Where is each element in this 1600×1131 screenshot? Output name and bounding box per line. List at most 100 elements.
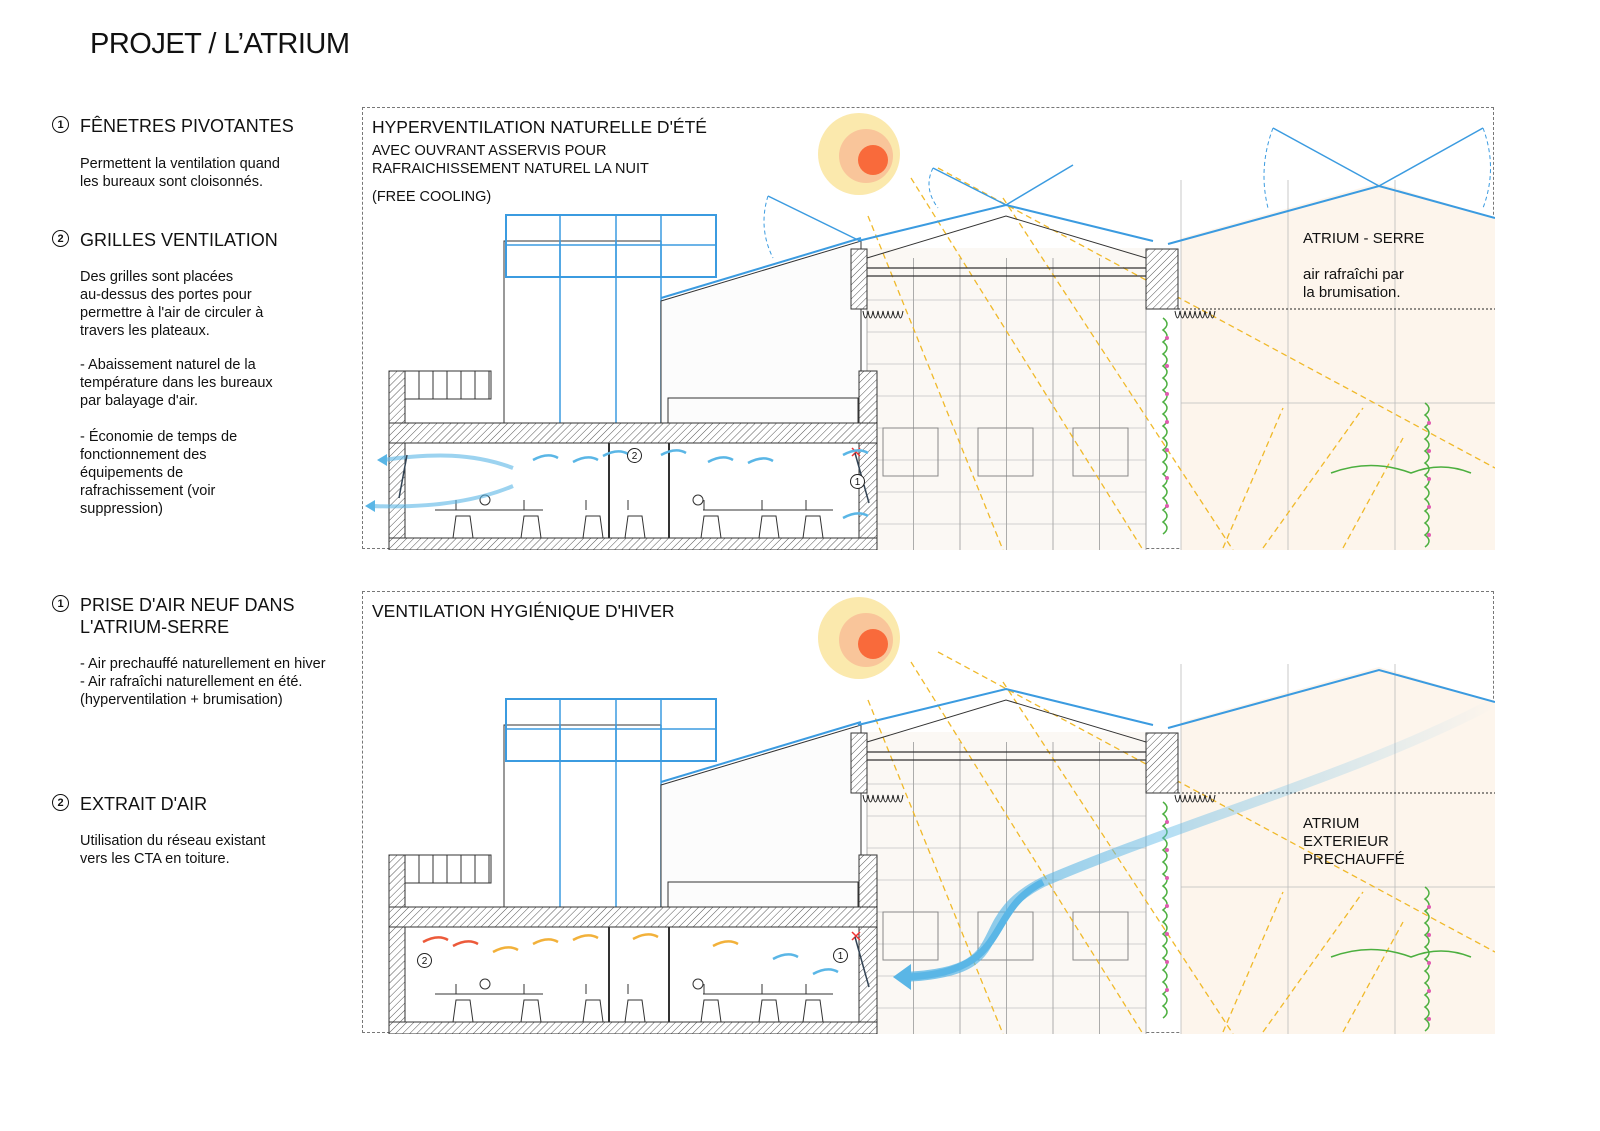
- sun-ray: [937, 651, 1495, 953]
- atrium-label: ATRIUM - SERRE air rafraîchi par la brum…: [1303, 230, 1425, 301]
- flower: [1165, 876, 1169, 880]
- chair-icon: [700, 984, 722, 1023]
- fresh-air-intake-arrow: [907, 878, 1045, 981]
- facade-window: [882, 911, 939, 961]
- atrium-roof: [1167, 668, 1495, 729]
- chair-icon: [624, 984, 646, 1023]
- parapet-railing: [404, 370, 492, 400]
- legend-heading-grilles: 2 GRILLES VENTILATION: [52, 229, 278, 251]
- upper-volume: [503, 724, 662, 908]
- person-icon: [479, 978, 491, 990]
- winter-section-drawing: [388, 597, 1495, 1034]
- circled-number-icon: 2: [52, 230, 69, 247]
- hatched-slab: [388, 537, 878, 550]
- flower: [1165, 960, 1169, 964]
- misting-coil-icon: [1174, 310, 1216, 319]
- cool-air-wisp: [532, 454, 559, 462]
- cool-air-wisp: [602, 450, 629, 458]
- rooftop-glazing: [505, 698, 717, 762]
- exhaust-air-wisp: [632, 933, 659, 941]
- misting-coil-icon: [1174, 794, 1216, 803]
- pivot-arc: [763, 195, 774, 259]
- sun-ray: [1002, 197, 1234, 550]
- sun-ray: [1342, 921, 1404, 1033]
- legend-heading-fenetres: 1 FÊNETRES PIVOTANTES: [52, 115, 294, 137]
- climbing-plant: [1423, 402, 1430, 548]
- roof-vent-open: [1272, 127, 1380, 187]
- gable-truss: [866, 699, 1147, 743]
- cool-air-wisp: [707, 456, 734, 464]
- legend-text: - Abaissement naturel de la température …: [80, 357, 273, 409]
- pivot-window: [398, 454, 408, 499]
- misting-coil-icon: [862, 310, 904, 319]
- sun-ray: [1262, 891, 1364, 1033]
- hall-roof: [857, 687, 1154, 726]
- flower: [1165, 364, 1169, 368]
- sun-core: [858, 145, 888, 175]
- winter-section-panel: VENTILATION HYGIÉNIQUE D'HIVER ATRIUM EX…: [362, 591, 1495, 1034]
- roof-vent-open: [1378, 127, 1484, 187]
- rooftop-glazing: [505, 214, 717, 278]
- marker-prise-air: 1: [833, 948, 848, 963]
- flower: [1165, 476, 1169, 480]
- hatched-column: [850, 248, 868, 310]
- hatched-column: [850, 732, 868, 794]
- sun-ray: [1342, 437, 1404, 549]
- panel-title: VENTILATION HYGIÉNIQUE D'HIVER: [372, 601, 675, 621]
- chair-icon: [700, 500, 722, 539]
- flower: [1427, 961, 1431, 965]
- person-icon: [692, 978, 704, 990]
- arrowhead: [893, 964, 911, 990]
- hatched-wall: [858, 370, 878, 550]
- hatched-slab: [388, 422, 878, 444]
- chair-icon: [802, 500, 824, 539]
- legend-text: - Air prechauffé naturellement en hiver …: [80, 656, 326, 708]
- upper-volume: [503, 240, 662, 424]
- pivot-window: [854, 936, 870, 988]
- flower: [1427, 477, 1431, 481]
- planter-vegetation: [1330, 464, 1472, 474]
- flower: [1427, 421, 1431, 425]
- flower: [1165, 820, 1169, 824]
- flower: [1165, 504, 1169, 508]
- sun-core: [858, 629, 888, 659]
- chair-icon: [758, 984, 780, 1023]
- exhaust-air-wisp: [572, 934, 599, 942]
- sun-ray: [1222, 407, 1284, 549]
- marker-extrait: 2: [417, 953, 432, 968]
- cool-air-arrow: [382, 453, 514, 470]
- hatched-slab: [388, 906, 878, 928]
- chair-icon: [452, 500, 474, 539]
- exhaust-air-wisp: [422, 936, 449, 944]
- flower: [1427, 449, 1431, 453]
- marker-fenetre: 1: [850, 474, 865, 489]
- legend-heading-prise-air: 1 PRISE D'AIR NEUF DANS L'ATRIUM-SERRE: [52, 594, 294, 638]
- sun-ray: [1222, 891, 1284, 1033]
- hall-roof: [857, 203, 1154, 242]
- chair-icon: [582, 500, 604, 539]
- exhaust-air-wisp: [772, 953, 799, 961]
- flower: [1165, 988, 1169, 992]
- flower: [1427, 905, 1431, 909]
- roof-vent-open: [932, 167, 1007, 206]
- legend-heading-extrait: 2 EXTRAIT D'AIR: [52, 793, 207, 815]
- cool-air-wisp: [747, 457, 774, 465]
- facade-window: [977, 427, 1034, 477]
- sun-ray: [867, 215, 1004, 550]
- cool-air-arrow: [370, 484, 514, 509]
- sun-ray: [1262, 407, 1364, 549]
- roof-terrace-wall: [667, 881, 859, 908]
- atrium-greenhouse: [1181, 183, 1495, 550]
- sun-ray: [867, 699, 1004, 1034]
- flower: [1427, 989, 1431, 993]
- flower: [1427, 1017, 1431, 1021]
- facade-window: [1072, 911, 1129, 961]
- planter-vegetation: [1330, 948, 1472, 958]
- circled-number-icon: 2: [52, 794, 69, 811]
- chair-icon: [802, 984, 824, 1023]
- page-title: PROJET / L’ATRIUM: [90, 28, 350, 60]
- flower: [1165, 448, 1169, 452]
- marker-grille: 2: [627, 448, 642, 463]
- atrium-label: ATRIUM EXTERIEUR PRECHAUFFÉ: [1303, 815, 1405, 868]
- cool-air-wisp: [660, 449, 687, 457]
